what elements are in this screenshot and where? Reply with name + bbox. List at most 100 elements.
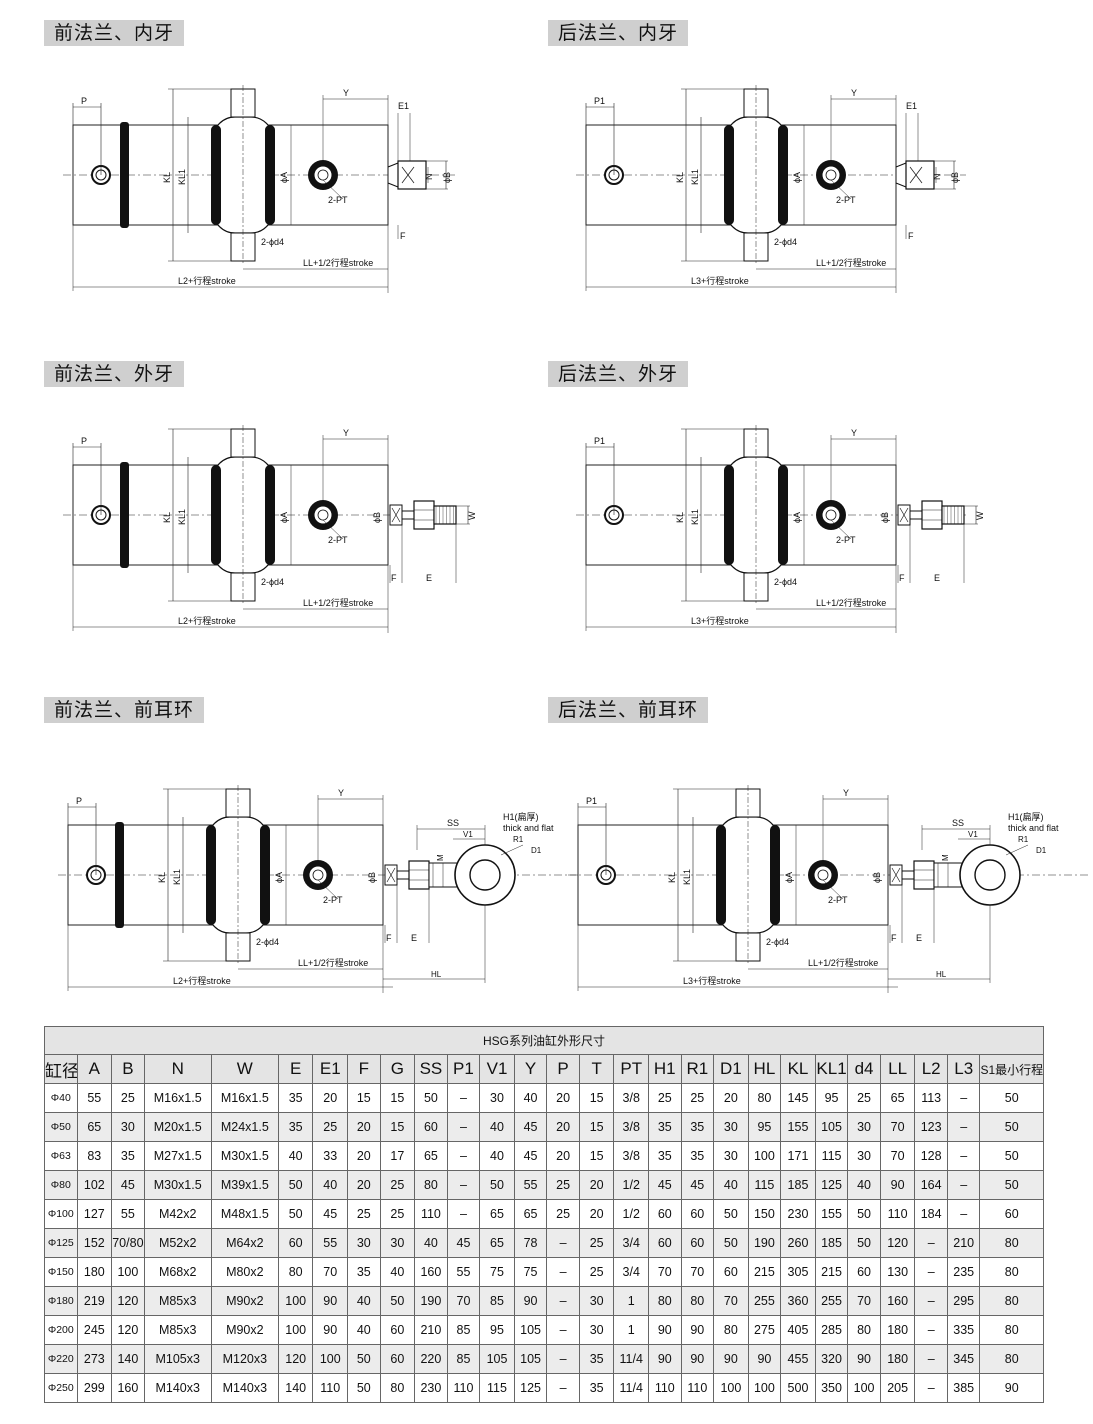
table-cell: 45: [513, 1112, 548, 1142]
label-d4: 2-ϕd4: [774, 577, 797, 587]
table-cell: 35: [111, 1141, 145, 1171]
table-cell: 180: [76, 1257, 113, 1287]
trunnion-band-left: [206, 825, 216, 925]
label-d4: 2-ϕd4: [256, 937, 279, 947]
table-cell: 50: [347, 1344, 381, 1374]
table-cell: 40: [277, 1141, 314, 1171]
table-cell: 30: [347, 1228, 381, 1258]
label-kl1: KL1: [690, 509, 700, 525]
table-cell: 15: [578, 1112, 615, 1142]
label-ll: LL+1/2行程stroke: [816, 597, 886, 608]
table-cell: 50: [979, 1141, 1044, 1171]
table-cell: 245: [76, 1315, 113, 1345]
table-cell: 25: [546, 1199, 580, 1229]
label-p: P: [76, 796, 82, 806]
label-kl: KL: [675, 172, 685, 183]
table-cell: –: [914, 1257, 948, 1287]
table-cell: 90: [312, 1315, 349, 1345]
dimension-line: [386, 867, 396, 883]
label-phi-a: ϕA: [792, 172, 802, 183]
rod-end-inner: [397, 160, 427, 190]
table-cell: 40: [479, 1112, 515, 1142]
table-cell: –: [946, 1170, 981, 1200]
label-kl1: KL1: [177, 509, 187, 525]
label-length: L3+行程stroke: [691, 615, 749, 626]
table-cell: 20: [578, 1170, 615, 1200]
rod-eye-hole: [974, 859, 1006, 891]
label-phi-a: ϕA: [792, 512, 802, 523]
table-cell: 65: [879, 1083, 916, 1113]
label-f: F: [899, 573, 905, 583]
table-header-cell: V1: [479, 1054, 515, 1084]
table-cell: 385: [946, 1373, 981, 1403]
label-d1: D1: [531, 846, 542, 855]
table-header-cell: E: [277, 1054, 314, 1084]
table-cell: 80: [979, 1228, 1044, 1258]
table-cell: Φ63: [44, 1141, 78, 1171]
table-cell: 110: [879, 1199, 916, 1229]
table-cell: 20: [578, 1199, 615, 1229]
table-cell: 30: [713, 1112, 749, 1142]
label-phi-b: ϕB: [372, 512, 382, 523]
table-cell: 45: [680, 1170, 715, 1200]
table-cell: 295: [946, 1286, 981, 1316]
label-n: N: [424, 174, 434, 181]
table-cell: –: [446, 1170, 481, 1200]
table-cell: 40: [347, 1315, 381, 1345]
table-cell: M27x1.5: [143, 1141, 212, 1171]
table-cell: 25: [648, 1083, 682, 1113]
table-cell: –: [946, 1083, 981, 1113]
table-cell: 30: [713, 1141, 749, 1171]
table-cell: 360: [780, 1286, 816, 1316]
label-p: P1: [594, 96, 605, 106]
label-hl: HL: [936, 970, 947, 979]
table-cell: 130: [879, 1257, 916, 1287]
label-e: E: [411, 933, 417, 943]
table-cell: 85: [446, 1344, 481, 1374]
table-cell: 164: [914, 1170, 948, 1200]
table-header-cell: 缸径: [44, 1054, 78, 1084]
label-n: N: [932, 174, 942, 181]
table-cell: 105: [513, 1315, 548, 1345]
table-cell: 110: [648, 1373, 682, 1403]
threaded-rod: [941, 505, 965, 525]
table-cell: 80: [648, 1286, 682, 1316]
table-cell: 180: [879, 1315, 916, 1345]
label-v1: V1: [463, 830, 473, 839]
label-e: E: [934, 573, 940, 583]
table-cell: 17: [379, 1141, 416, 1171]
table-cell: 180: [879, 1344, 916, 1374]
label-ll: LL+1/2行程stroke: [303, 597, 373, 608]
rod-nut: [408, 860, 430, 890]
table-cell: 83: [76, 1141, 113, 1171]
table-header-cell: R1: [680, 1054, 715, 1084]
dimension-line: [891, 867, 901, 883]
table-cell: M52x2: [143, 1228, 212, 1258]
table-cell: 235: [946, 1257, 981, 1287]
table-cell: 230: [414, 1373, 448, 1403]
table-cell: M30x1.5: [143, 1170, 212, 1200]
rod-nut: [913, 860, 935, 890]
table-cell: 65: [479, 1228, 515, 1258]
table-cell: 55: [111, 1199, 145, 1229]
label-kl: KL: [162, 172, 172, 183]
port-inner: [317, 169, 329, 181]
label-kl1: KL1: [172, 869, 182, 885]
table-cell: 110: [680, 1373, 715, 1403]
table-cell: 25: [680, 1083, 715, 1113]
table-cell: 100: [312, 1344, 349, 1374]
table-cell: 30: [379, 1228, 416, 1258]
table-header-cell: L3: [946, 1054, 981, 1084]
table-cell: 35: [680, 1141, 715, 1171]
label-e1: E1: [906, 101, 917, 111]
label-p: P: [81, 96, 87, 106]
table-cell: 255: [814, 1286, 849, 1316]
label-h1: H1(扁厚): [503, 811, 539, 822]
table-cell: 40: [513, 1083, 548, 1113]
table-cell: 60: [979, 1199, 1044, 1229]
table-cell: 255: [747, 1286, 782, 1316]
section-title-2: 后法兰、内牙: [548, 20, 689, 46]
